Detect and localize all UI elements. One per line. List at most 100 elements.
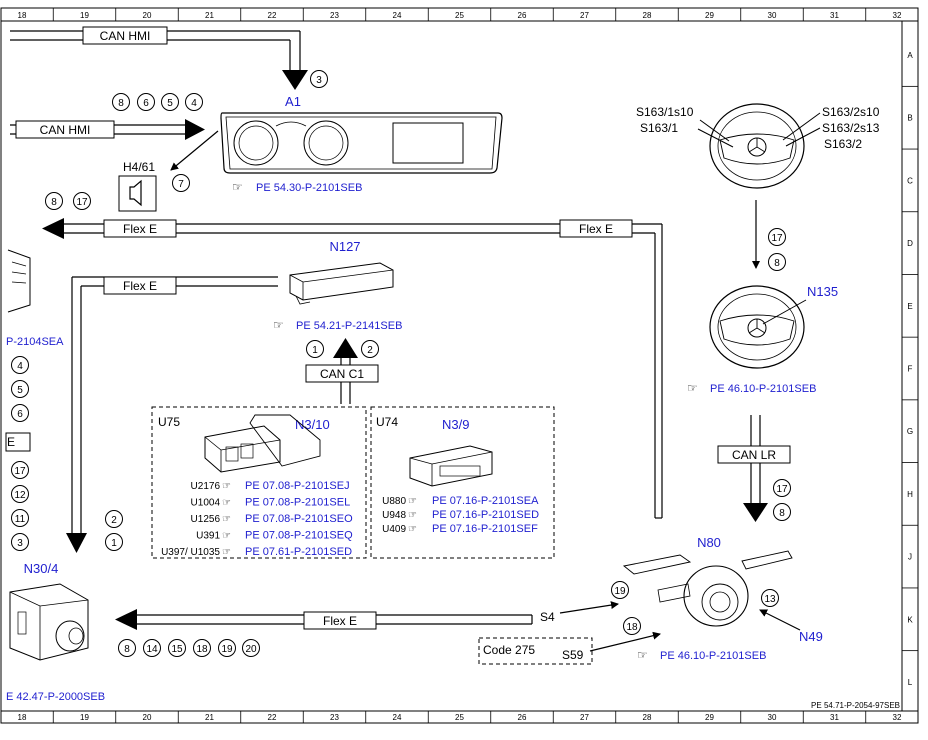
svg-text:2: 2 (367, 345, 373, 356)
u75-row-code: U397/ U1035 (161, 547, 220, 558)
n127-module: N127 ☞ PE 54.21-P-2141SEB (273, 239, 402, 332)
flex-e-top-label: Flex E (123, 222, 157, 236)
u74-row-code: U409 (382, 524, 406, 535)
svg-text:17: 17 (771, 233, 783, 244)
bottom-tick-label: 32 (893, 713, 902, 722)
right-grid-letter: A (907, 51, 913, 60)
can-lr-label: CAN LR (732, 448, 776, 462)
svg-text:8: 8 (124, 644, 130, 655)
can-hmi-mid-label: CAN HMI (40, 123, 91, 137)
svg-text:19: 19 (614, 586, 626, 597)
svg-text:2: 2 (111, 515, 117, 526)
top-tick-label: 18 (18, 11, 27, 20)
bottom-tick-label: 29 (705, 713, 714, 722)
n30-4-ref: E 42.47-P-2000SEB (6, 691, 105, 703)
svg-text:12: 12 (14, 490, 26, 501)
ref-hand-icon: ☞ (408, 496, 417, 507)
frame (0, 7, 919, 724)
n49-callout: N49 13 (759, 589, 823, 644)
bottom-tick-label: 19 (80, 713, 89, 722)
top-tick-label: 26 (518, 11, 527, 20)
u74-row-code: U880 (382, 496, 406, 507)
svg-text:6: 6 (143, 98, 149, 109)
svg-text:5: 5 (167, 98, 173, 109)
grid-ticks (52, 8, 918, 723)
ref-hand-icon: ☞ (408, 510, 417, 521)
right-grid-letter: K (907, 615, 913, 624)
right-grid-letter: L (908, 678, 913, 687)
s4-callout: S4 19 (540, 581, 629, 624)
s59-callout: Code 275 S59 18 (478, 617, 661, 665)
u74-label: U74 (376, 415, 398, 429)
u74-row-ref: PE 07.16-P-2101SEF (432, 523, 538, 535)
s59-label: S59 (562, 648, 584, 662)
n3-9-label: N3/9 (442, 417, 469, 432)
svg-text:17: 17 (776, 484, 788, 495)
svg-text:19: 19 (221, 644, 233, 655)
n30-4-label: N30/4 (24, 561, 59, 576)
u75-row-ref: PE 07.08-P-2101SEO (245, 513, 353, 525)
right-grid-letter: H (907, 490, 913, 499)
u75-row-ref: PE 07.08-P-2101SEQ (245, 530, 353, 542)
steering-wheel-top: S163/1s10 S163/1 S163/2s10 S163/2s13 S16… (636, 103, 880, 189)
bottom-tick-label: 28 (643, 713, 652, 722)
ref-hand-icon: ☞ (222, 481, 231, 492)
bottom-tick-label: 25 (455, 713, 464, 722)
u74-row-ref: PE 07.16-P-2101SEA (432, 495, 539, 507)
top-tick-label: 19 (80, 11, 89, 20)
a1-in-circle: 3 (310, 70, 328, 88)
u75-row-ref: PE 07.08-P-2101SEJ (245, 480, 350, 492)
svg-text:20: 20 (245, 644, 257, 655)
code275-label: Code 275 (483, 643, 535, 657)
svg-text:15: 15 (171, 644, 183, 655)
svg-text:18: 18 (626, 622, 638, 633)
flex-e-bottom-bus: Flex E 8 14 15 18 19 20 (115, 609, 533, 657)
a1-instrument-cluster: A1 ☞ PE 54.30-P-2101SEB (220, 94, 503, 194)
can-c1-bus: CAN C1 1 2 (305, 338, 379, 404)
hmi-circles: 8 6 5 4 (112, 93, 203, 111)
bottom-tick-label: 30 (768, 713, 777, 722)
ref-hand-icon: ☞ (408, 524, 417, 535)
svg-text:17: 17 (14, 466, 26, 477)
svg-text:1: 1 (111, 538, 117, 549)
svg-text:3: 3 (17, 538, 23, 549)
s163-2-label: S163/2 (824, 137, 862, 151)
right-grid-letter: D (907, 239, 913, 248)
top-tick-label: 23 (330, 11, 339, 20)
footer-ref: PE 54.71-P-2054-97SEB (811, 701, 900, 710)
svg-text:4: 4 (191, 98, 197, 109)
u75-row-ref: PE 07.61-P-2101SED (245, 546, 352, 558)
svg-text:14: 14 (146, 644, 158, 655)
can-lr-bus: CAN LR 17 8 (717, 415, 791, 522)
n80-ref-icon: ☞ (637, 648, 648, 662)
h4-61-label: H4/61 (123, 160, 155, 174)
n3-10-label: N3/10 (295, 417, 330, 432)
ref-hand-icon: ☞ (222, 514, 231, 525)
svg-text:8: 8 (774, 258, 780, 269)
bottom-tick-label: 31 (830, 713, 839, 722)
s163-1-label: S163/1 (640, 121, 678, 135)
bottom-tick-label: 20 (143, 713, 152, 722)
can-c1-label: CAN C1 (320, 367, 364, 381)
svg-text:13: 13 (764, 594, 776, 605)
u75-label: U75 (158, 415, 180, 429)
right-grid-letter: E (907, 302, 912, 311)
top-tick-label: 29 (705, 11, 714, 20)
s163-2s13-label: S163/2s13 (822, 121, 880, 135)
n49-label: N49 (799, 629, 823, 644)
ref-hand-icon: ☞ (222, 547, 231, 558)
top-tick-label: 30 (768, 11, 777, 20)
a1-ref: PE 54.30-P-2101SEB (256, 182, 362, 194)
n127-ref: PE 54.21-P-2141SEB (296, 320, 402, 332)
ref-hand-icon: ☞ (222, 498, 231, 509)
n127-label: N127 (329, 239, 360, 254)
u74-row-code: U948 (382, 510, 406, 521)
u75-row-code: U2176 (191, 481, 221, 492)
s4-label: S4 (540, 610, 555, 624)
n80-ref: PE 46.10-P-2101SEB (660, 650, 766, 662)
s163-1s10-label: S163/1s10 (636, 105, 694, 119)
u75-row-code: U391 (196, 531, 220, 542)
left-circles: 4 5 6 17 12 11 3 (11, 356, 29, 551)
